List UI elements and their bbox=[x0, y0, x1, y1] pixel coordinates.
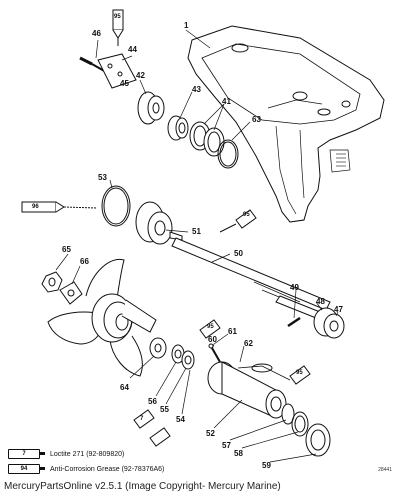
legend-label: Anti-Corrosion Grease (92-78376A6) bbox=[50, 465, 165, 473]
gear-part-51 bbox=[135, 201, 183, 245]
washer-part-66 bbox=[59, 281, 83, 305]
gear-part-42 bbox=[137, 91, 165, 125]
nut-part-65 bbox=[41, 271, 63, 293]
callout-63: 63 bbox=[252, 115, 261, 124]
callout-54: 54 bbox=[176, 415, 185, 424]
seal-part-57 bbox=[281, 403, 295, 425]
propeller bbox=[47, 258, 157, 377]
callout-48: 48 bbox=[316, 297, 325, 306]
leader-lines bbox=[55, 29, 339, 463]
callout-96: 96 bbox=[32, 204, 39, 210]
oring-part-53 bbox=[101, 185, 131, 227]
washer-part-58 bbox=[291, 411, 309, 437]
bearing-stack-part-55 bbox=[171, 344, 195, 370]
callout-62: 62 bbox=[244, 339, 253, 348]
sealant-tube-icon: 7 bbox=[8, 449, 45, 459]
grease-tube-icon: 94 bbox=[8, 464, 45, 474]
bolt-part-61 bbox=[208, 343, 221, 363]
callout-50: 50 bbox=[234, 249, 243, 258]
grease-tube-icon-95-lower bbox=[289, 365, 311, 385]
carrier-part-52 bbox=[207, 361, 291, 419]
callout-7-tube: 7 bbox=[140, 416, 144, 422]
callout-56: 56 bbox=[148, 397, 157, 406]
callout-45: 45 bbox=[120, 79, 129, 88]
bearing-part-43 bbox=[167, 115, 189, 141]
callout-43: 43 bbox=[192, 85, 201, 94]
legend-label: Loctite 271 (92-809820) bbox=[50, 450, 125, 458]
oring-part-63 bbox=[217, 139, 239, 169]
shaft-part-50 bbox=[171, 237, 331, 319]
clip-part-49 bbox=[287, 316, 301, 328]
grease-tube-icon bbox=[112, 9, 124, 46]
callout-51: 51 bbox=[192, 227, 201, 236]
callout-60: 60 bbox=[208, 335, 217, 344]
sealant-tube-icon-96 bbox=[21, 201, 97, 213]
callout-41: 41 bbox=[222, 97, 231, 106]
callout-47: 47 bbox=[334, 305, 343, 314]
plate-part-44 bbox=[97, 53, 137, 89]
callout-64: 64 bbox=[120, 383, 129, 392]
copyright-footer: MercuryPartsOnline v2.5.1 (Image Copyrig… bbox=[4, 481, 281, 492]
callout-57: 57 bbox=[222, 441, 231, 450]
callout-1: 1 bbox=[184, 21, 189, 30]
callout-95-top: 95 bbox=[114, 14, 121, 20]
grease-tube-icon-95 bbox=[219, 209, 257, 233]
callout-53: 53 bbox=[98, 173, 107, 182]
callout-95-lower: 95 bbox=[207, 324, 214, 330]
callout-46: 46 bbox=[92, 29, 101, 38]
callout-61: 61 bbox=[228, 327, 237, 336]
callout-42: 42 bbox=[136, 71, 145, 80]
thrust-bearing-part-59 bbox=[305, 423, 331, 457]
callout-95-gear: 95 bbox=[243, 212, 250, 218]
callout-44: 44 bbox=[128, 45, 137, 54]
callout-55: 55 bbox=[160, 405, 169, 414]
sealant-tube-icon-7 bbox=[133, 319, 221, 447]
callout-58: 58 bbox=[234, 449, 243, 458]
race-part-41 bbox=[189, 121, 225, 157]
washer-part-64 bbox=[149, 337, 167, 359]
figure-number: 28441 bbox=[378, 467, 392, 473]
callout-59: 59 bbox=[262, 461, 271, 470]
callout-95-carrier: 95 bbox=[296, 370, 303, 376]
callout-49: 49 bbox=[290, 283, 299, 292]
callout-66: 66 bbox=[80, 257, 89, 266]
callout-65: 65 bbox=[62, 245, 71, 254]
callout-52: 52 bbox=[206, 429, 215, 438]
legend-row-grease: 94 Anti-Corrosion Grease (92-78376A6) bbox=[8, 462, 164, 476]
gear-housing bbox=[187, 25, 385, 223]
legend-row-loctite: 7 Loctite 271 (92-809820) bbox=[8, 447, 124, 461]
thrust-hub-part-47 bbox=[313, 307, 345, 339]
